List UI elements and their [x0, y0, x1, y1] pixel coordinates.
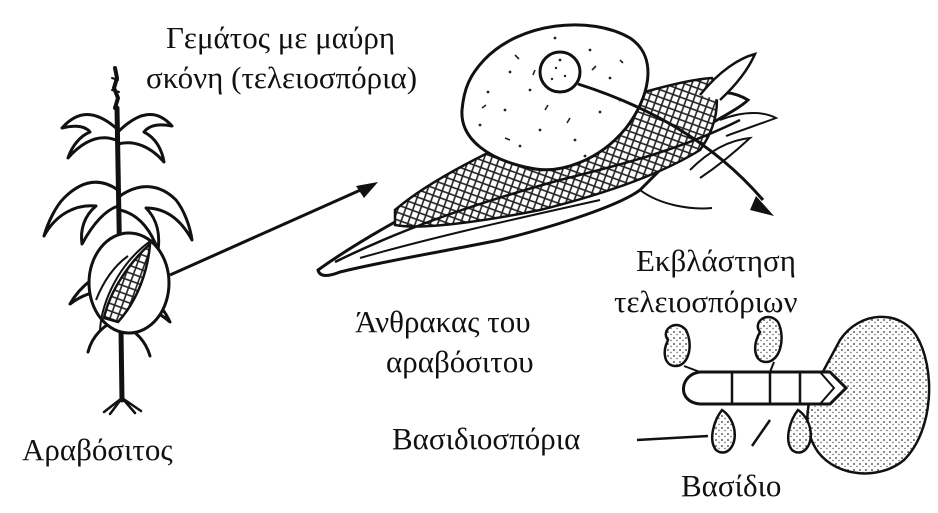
- label-smut-line2: αραβόσιτου: [386, 344, 534, 380]
- label-basidiospores: Βασιδιοσπόρια: [392, 421, 580, 457]
- basidium-leader-line: [752, 420, 770, 446]
- label-germination-line1: Εκβλάστηση: [636, 243, 796, 279]
- label-spores-line2: σκόνη (τελειοσπόρια): [146, 60, 417, 96]
- label-spores-line1: Γεμάτος με μαύρη: [166, 20, 395, 56]
- germinating-teliospore: [665, 317, 929, 474]
- label-basidium: Βασίδιο: [681, 468, 781, 504]
- leader-lines: [637, 420, 770, 446]
- label-maize: Αραβόσιτος: [22, 432, 173, 468]
- label-germination-line2: τελειοσπόριων: [614, 284, 797, 320]
- label-smut-line1: Άνθρακας του: [355, 304, 531, 340]
- basidiospore-leader-line: [637, 436, 708, 440]
- infected-ear-callout: [89, 233, 169, 333]
